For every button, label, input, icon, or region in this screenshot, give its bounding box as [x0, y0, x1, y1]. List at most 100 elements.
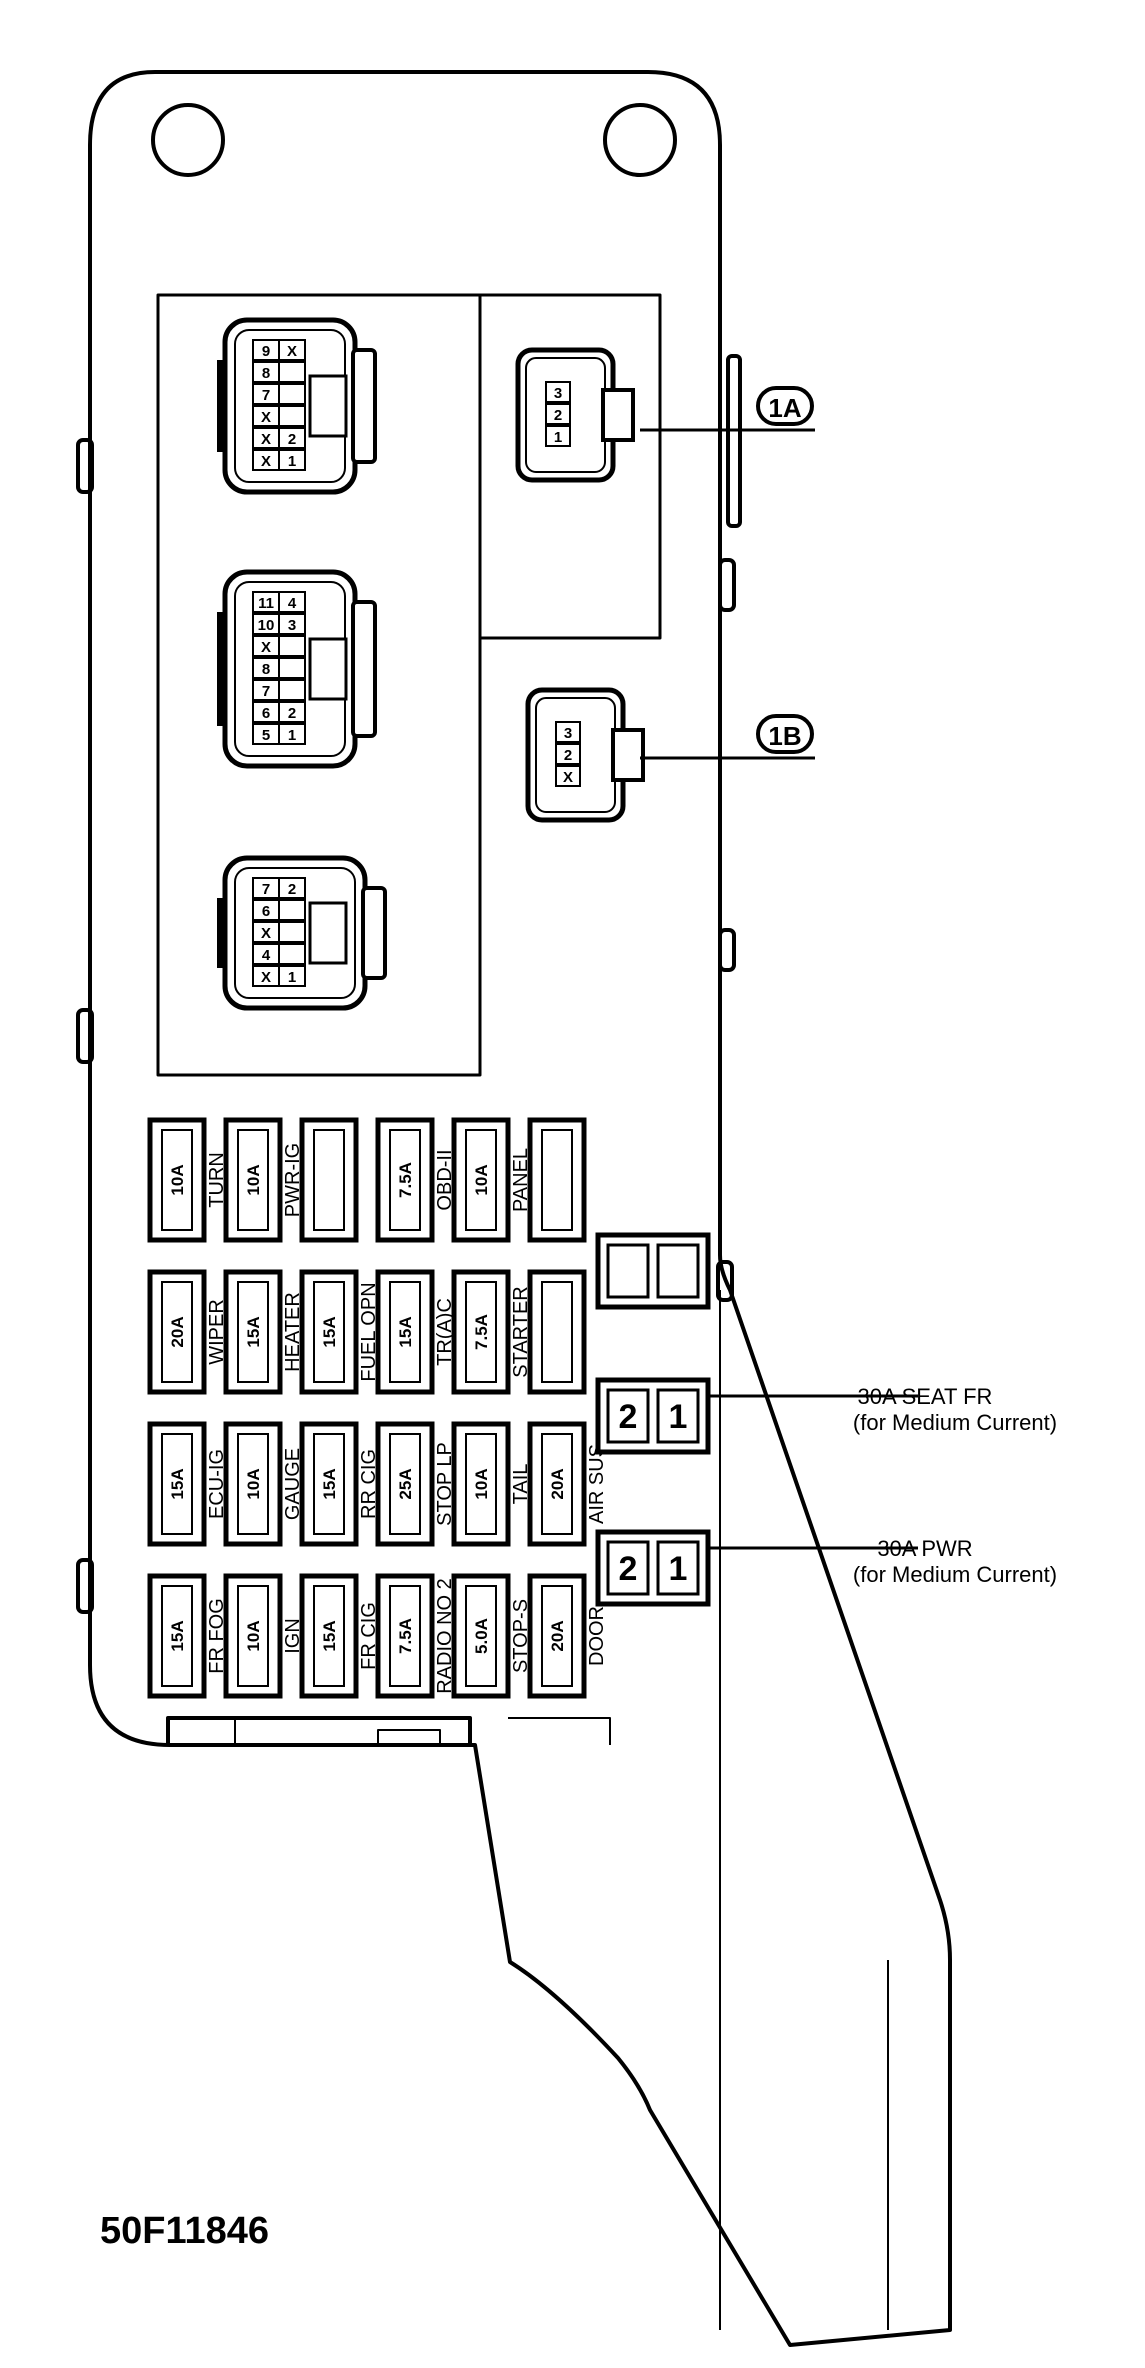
- pin-label: X: [261, 639, 271, 656]
- fuse-rating: 20A: [548, 1620, 567, 1651]
- relay-pin: [656, 1388, 700, 1444]
- pin-label: 1: [288, 453, 296, 470]
- pin-label: 6: [262, 903, 270, 920]
- connector-pin: [278, 591, 306, 613]
- fuse-rating: 10A: [244, 1468, 263, 1499]
- fuse-label: RR CIG: [358, 1449, 380, 1519]
- connector-pin: [545, 425, 571, 447]
- pin-label: 3: [288, 617, 296, 634]
- pin-label: 1: [554, 429, 562, 446]
- fuse: [299, 1117, 359, 1243]
- fuse-box-outline: [76, 70, 952, 2347]
- connector-pin: [278, 383, 306, 405]
- fuse: 10A TURN: [147, 1117, 228, 1243]
- pin-label: 2: [288, 881, 296, 898]
- pin-label: 4: [262, 947, 271, 964]
- pin-label: 10: [258, 617, 275, 634]
- fuse: 15A ECU-IG: [147, 1421, 228, 1547]
- connector-pin: [278, 635, 306, 657]
- relay-pin-label: 2: [619, 1398, 638, 1436]
- fuse-label: STOP LP: [434, 1442, 456, 1526]
- relay-pin: [656, 1540, 700, 1596]
- relay-pin-label: 1: [669, 1398, 688, 1436]
- connector-1a-tag: 1A: [768, 393, 801, 423]
- connector-pin: [278, 965, 306, 987]
- pin-label: X: [287, 343, 297, 360]
- fuse-label: ECU-IG: [206, 1449, 228, 1519]
- fuse-rating: 15A: [320, 1316, 339, 1347]
- connector-pin: [278, 339, 306, 361]
- connector-pin: [278, 701, 306, 723]
- fuse-rating: 10A: [168, 1164, 187, 1195]
- fuse: 25A STOP LP: [375, 1421, 456, 1547]
- connector-pin: [278, 449, 306, 471]
- pin-label: X: [261, 431, 271, 448]
- pin-label: 1: [288, 969, 296, 986]
- pin-label: 9: [262, 343, 270, 360]
- fuse-label: TR(A)C: [434, 1298, 456, 1366]
- fuse-label: TAIL: [510, 1464, 532, 1505]
- connector-pin: [545, 403, 571, 425]
- pin-label: X: [563, 769, 573, 786]
- pin-label: 11: [258, 595, 274, 612]
- fuse: 15A HEATER: [223, 1269, 304, 1395]
- pin-label: 6: [262, 705, 270, 722]
- pin-label: 7: [262, 881, 270, 898]
- pin-label: X: [261, 969, 271, 986]
- pin-label: 8: [262, 365, 270, 382]
- pin-label: 3: [554, 385, 562, 402]
- fuse-label: TURN: [206, 1152, 228, 1208]
- fuse-label: FR CIG: [358, 1602, 380, 1670]
- connector-pin: [278, 921, 306, 943]
- fuse-rating: 25A: [396, 1468, 415, 1499]
- fuse-rating: 10A: [244, 1620, 263, 1651]
- connector-1b: 32X: [525, 687, 645, 823]
- connector-pin: [278, 899, 306, 921]
- relay-note: (for Medium Current): [853, 1410, 1057, 1435]
- pin-label: X: [261, 453, 271, 470]
- connector-1b-callout: 1B: [640, 714, 815, 760]
- fuse: [527, 1117, 587, 1243]
- connector-1a-callout: 1A: [640, 386, 815, 432]
- pin-label: 2: [288, 431, 296, 448]
- relay-note: (for Medium Current): [853, 1562, 1057, 1587]
- fuse-rating: 10A: [472, 1468, 491, 1499]
- connector-pin: [555, 765, 581, 787]
- fuse-rating: 15A: [244, 1316, 263, 1347]
- pin-label: 1: [288, 727, 296, 744]
- connector-pin: [278, 657, 306, 679]
- fuse-rating: 15A: [168, 1468, 187, 1499]
- pin-label: 2: [564, 747, 572, 764]
- fuse-label: IGN: [282, 1618, 304, 1654]
- connector-pin: [555, 743, 581, 765]
- fuse-rating: 7.5A: [472, 1314, 491, 1350]
- fuse-label: STARTER: [510, 1286, 532, 1378]
- pin-label: 7: [262, 387, 270, 404]
- fuse-rating: 10A: [244, 1164, 263, 1195]
- fuse: [527, 1269, 587, 1395]
- fuse-rating: 5.0A: [472, 1618, 491, 1654]
- fuse: 15A RR CIG: [299, 1421, 380, 1547]
- fuse: 7.5A STARTER: [451, 1269, 532, 1395]
- fuse-rating: 7.5A: [396, 1162, 415, 1198]
- fuse-label: PANEL: [510, 1148, 532, 1212]
- fuse-rating: 15A: [320, 1468, 339, 1499]
- relay-pin-label: 2: [619, 1550, 638, 1588]
- pin-label: 5: [262, 727, 270, 744]
- fuse-label: OBD-II: [434, 1149, 456, 1210]
- fuse-rating: 15A: [320, 1620, 339, 1651]
- fuse: 15A FR CIG: [299, 1573, 380, 1699]
- connector-pin: [278, 427, 306, 449]
- fuse-label: FUEL OPN: [358, 1282, 380, 1381]
- fuse-label: HEATER: [282, 1292, 304, 1372]
- connector-pin: [278, 361, 306, 383]
- pin-label: 2: [288, 705, 296, 722]
